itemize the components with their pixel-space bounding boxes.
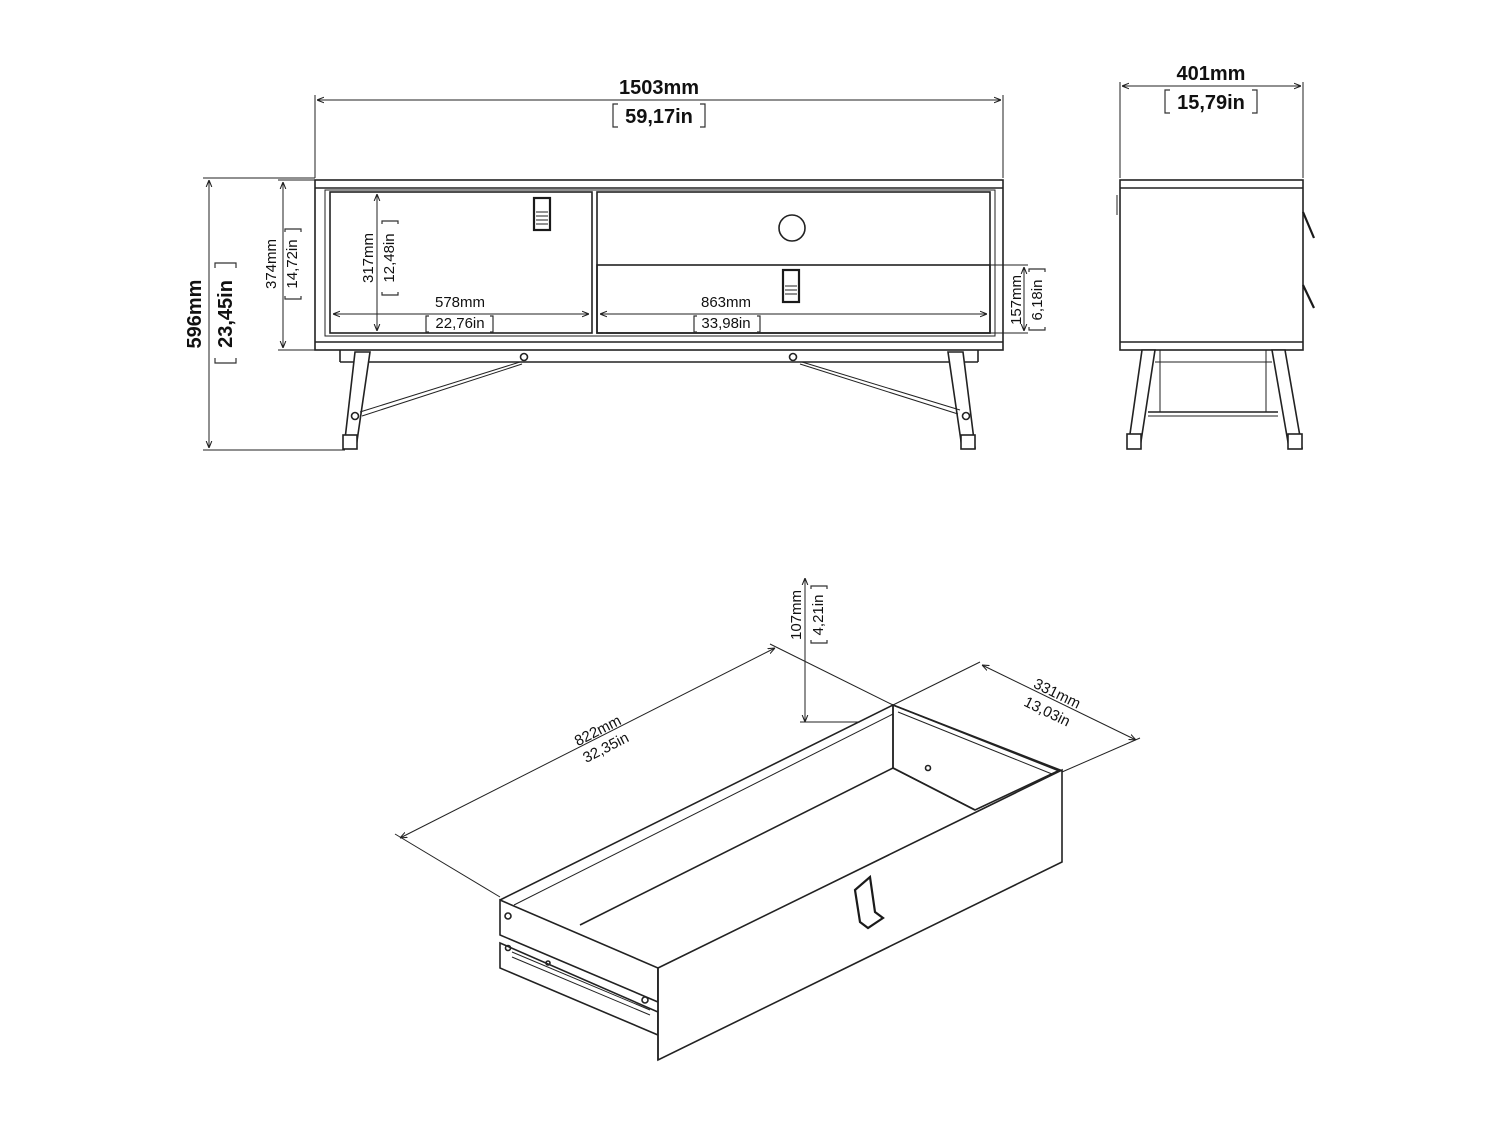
drawer-view: 107mm 4,21in 822mm 32,35in 331mm 13,03in	[394, 578, 1141, 1062]
side-cabinet-body	[1119, 179, 1304, 351]
left-door	[329, 191, 593, 334]
door-height-mm: 317mm	[360, 233, 377, 283]
depth-in: 15,79in	[1177, 92, 1245, 114]
body-height-in: 14,72in	[284, 239, 301, 288]
drawer-height-in: 6,18in	[1029, 280, 1046, 321]
drawer-handle-icon	[781, 268, 801, 304]
front-left-leg	[343, 351, 371, 449]
total-height-in: 23,45in	[215, 280, 237, 348]
drawer-front-handle-icon	[853, 874, 885, 930]
left-width-in: 22,76in	[435, 315, 484, 332]
drawer-height-mm-label: 107mm	[788, 590, 805, 640]
front-view: 1503mm 59,17in 596mm 23,45in 374mm 14,72…	[184, 77, 1046, 451]
total-width-mm: 1503mm	[619, 77, 699, 99]
body-height-mm: 374mm	[263, 239, 280, 289]
right-width-in: 33,98in	[701, 315, 750, 332]
total-height-mm: 596mm	[184, 280, 206, 349]
left-door-handle-icon	[532, 196, 552, 232]
depth-mm: 401mm	[1177, 63, 1246, 85]
drawer-height-in-label: 4,21in	[810, 595, 827, 636]
cable-hole-icon	[778, 214, 806, 242]
right-compartment	[596, 191, 991, 334]
total-width-in: 59,17in	[625, 106, 693, 128]
drawer-height-mm: 157mm	[1008, 275, 1025, 325]
right-width-mm: 863mm	[701, 294, 751, 311]
front-drawer	[596, 264, 991, 334]
left-width-mm: 578mm	[435, 294, 485, 311]
door-height-in: 12,48in	[381, 233, 398, 282]
front-right-leg	[947, 351, 976, 449]
side-view: 401mm 15,79in	[1116, 63, 1316, 450]
